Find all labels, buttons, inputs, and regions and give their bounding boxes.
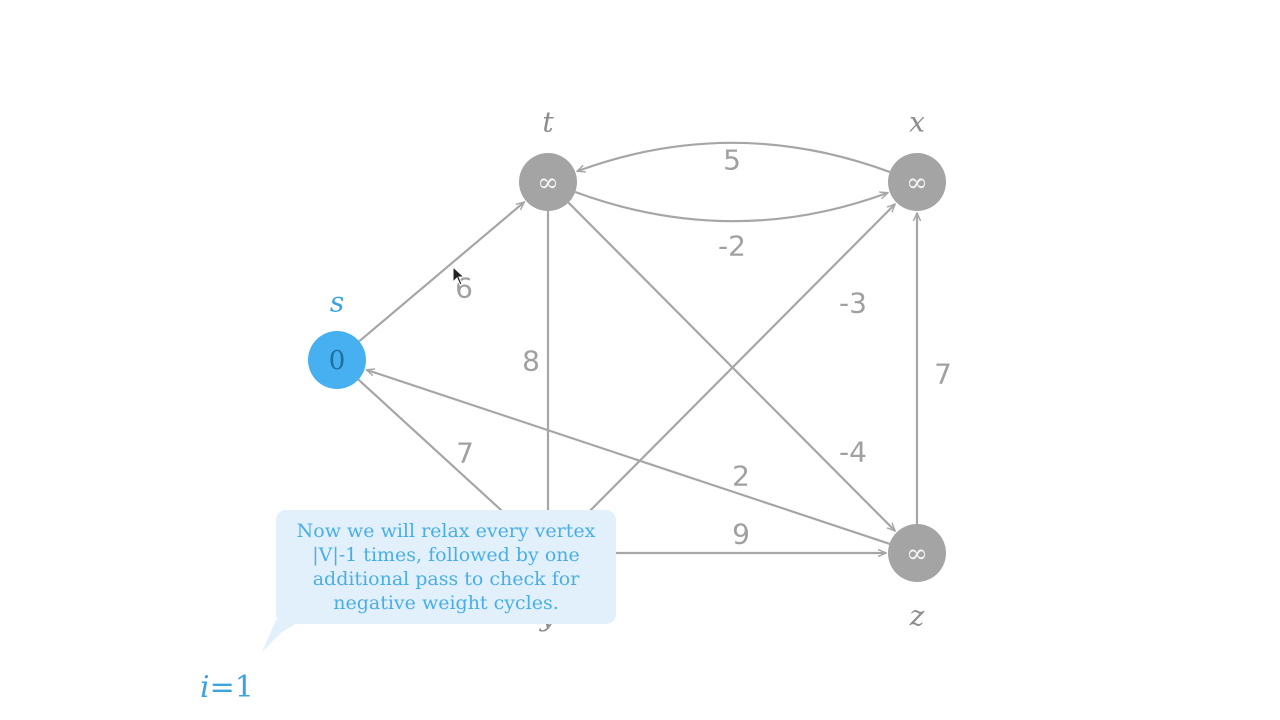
edges	[357, 141, 917, 553]
edge-s-t	[358, 202, 524, 343]
vertex-distance-t: ∞	[537, 168, 559, 198]
bubble-line-3: additional pass to check for	[312, 568, 580, 590]
edge-s-y	[357, 378, 525, 533]
speech-bubble-tail	[262, 620, 302, 652]
iteration-counter: i=1	[200, 670, 254, 705]
vertex-circle-x[interactable]	[888, 153, 946, 211]
edge-weight-z-s: 2	[732, 460, 750, 493]
edge-t-x	[574, 190, 888, 223]
bubble-line-2: |V|-1 times, followed by one	[312, 544, 580, 566]
vertex-z[interactable]: ∞z	[888, 524, 946, 633]
vertex-t[interactable]: ∞t	[519, 106, 577, 212]
iteration-value: 1	[234, 670, 254, 705]
vertex-s[interactable]: 0s	[308, 286, 366, 390]
edge-x-t	[577, 141, 891, 174]
vertex-circle-s[interactable]	[308, 331, 366, 389]
bubble-line-1: Now we will relax every vertex	[296, 520, 596, 542]
vertex-label-s: s	[330, 286, 344, 319]
edge-y-x	[567, 204, 895, 534]
vertex-label-x: x	[909, 106, 925, 139]
speech-bubble: Now we will relax every vertex |V|-1 tim…	[276, 510, 616, 624]
edge-weight-x-t: -2	[718, 230, 746, 263]
edge-weight-y-z: 9	[732, 518, 750, 551]
vertex-label-t: t	[542, 106, 554, 139]
mouse-cursor-icon	[452, 266, 466, 286]
vertex-circle-t[interactable]	[519, 153, 577, 211]
vertex-distance-x: ∞	[906, 168, 928, 198]
vertex-x[interactable]: ∞x	[888, 106, 946, 212]
iteration-equals: =	[209, 670, 235, 705]
edge-weight-z-x: 7	[934, 358, 952, 391]
edge-weight-t-y: 8	[522, 345, 540, 378]
bubble-line-4: negative weight cycles.	[333, 592, 559, 614]
vertex-distance-s: 0	[329, 346, 346, 376]
vertex-distance-z: ∞	[906, 539, 928, 569]
edge-weight-t-z: -4	[839, 436, 867, 469]
vertex-circle-z[interactable]	[888, 524, 946, 582]
edge-weight-t-x: 5	[723, 144, 741, 177]
edge-z-s	[366, 370, 890, 545]
vertex-label-z: z	[909, 600, 925, 633]
edge-weight-y-x: -3	[839, 287, 867, 320]
iteration-variable: i	[200, 670, 210, 705]
edge-weight-s-y: 7	[456, 437, 474, 470]
